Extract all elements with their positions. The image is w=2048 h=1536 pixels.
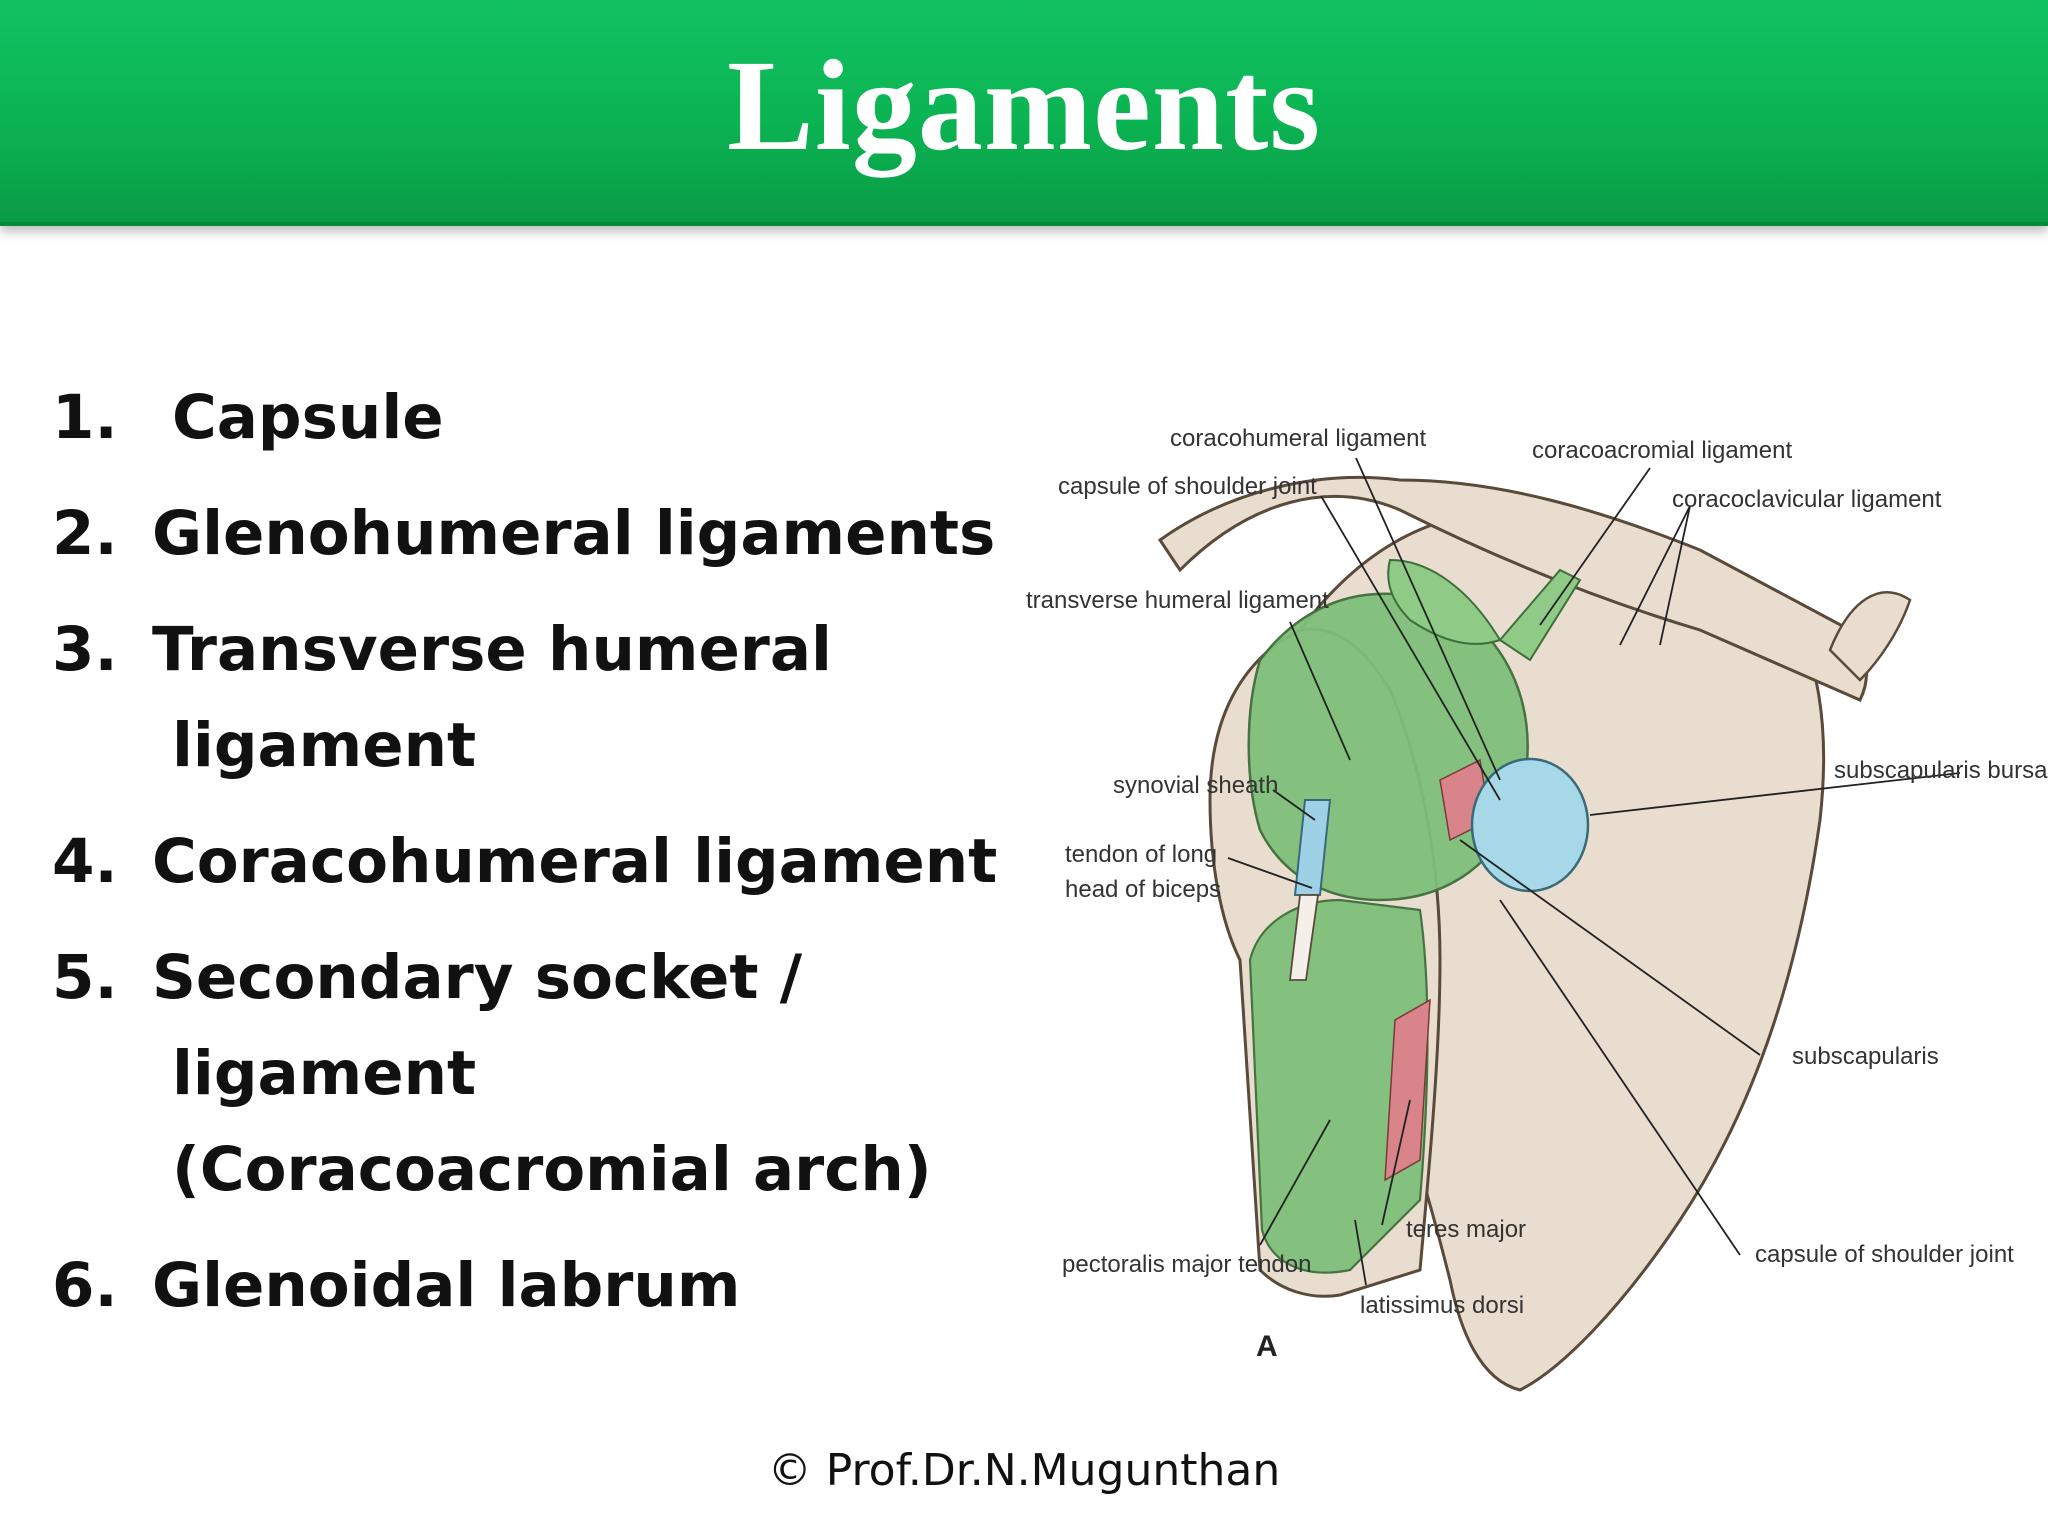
- label-tendon-long-head-line2: head of biceps: [1065, 876, 1221, 903]
- list-item-number: 2.: [52, 498, 118, 569]
- label-subscapularis-bursa: subscapularis bursa: [1834, 757, 2048, 784]
- diagram-illustration: coracohumeral ligament coracoacromial li…: [1026, 425, 2048, 1392]
- list-item-number: 5.: [52, 942, 118, 1013]
- biceps-tendon-shape: [1288, 894, 1320, 981]
- label-pectoralis-major-tendon: pectoralis major tendon: [1062, 1251, 1311, 1278]
- list-item-number: 4.: [52, 826, 118, 897]
- label-coracohumeral-ligament: coracohumeral ligament: [1170, 425, 1426, 452]
- list-item-text: Capsule: [172, 382, 444, 453]
- footer-credit: © Prof.Dr.N.Mugunthan: [767, 1445, 1281, 1496]
- list-item-text: Glenoidal labrum: [152, 1250, 741, 1321]
- list-item: 5. Secondary socket / ligament (Coracoacrom…: [52, 930, 992, 1218]
- label-tendon-long-head-line1: tendon of long: [1065, 841, 1217, 868]
- list-item-text: (Coracoacromial arch): [172, 1134, 932, 1205]
- shoulder-ligaments-diagram: coracohumeral ligament coracoacromial li…: [1000, 400, 2048, 1420]
- list-item-number: 1.: [52, 382, 118, 453]
- list-item-text: Secondary socket /: [152, 942, 803, 1013]
- label-teres-major: teres major: [1406, 1216, 1526, 1243]
- coracoacromial-ligament-shape: [1387, 558, 1502, 645]
- title-bar: Ligaments: [0, 0, 2048, 226]
- label-subscapularis: subscapularis: [1792, 1043, 1939, 1070]
- list-item-text: Transverse humeral: [152, 614, 832, 685]
- list-item: 2. Glenohumeral ligaments: [52, 486, 996, 582]
- label-transverse-humeral-ligament: transverse humeral ligament: [1026, 587, 1329, 614]
- list-item-number: 6.: [52, 1250, 118, 1321]
- subscapularis-bursa-shape: [1470, 757, 1590, 893]
- acromion-tip: [1828, 591, 1912, 682]
- synovial-sheath-shape: [1293, 799, 1332, 896]
- label-synovial-sheath: synovial sheath: [1113, 772, 1278, 799]
- label-capsule-of-shoulder-joint-bottom: capsule of shoulder joint: [1755, 1241, 2014, 1268]
- ligament-list: 1. Capsule 2. Glenohumeral ligaments 3. Trans…: [52, 370, 998, 1354]
- list-item-text: Glenohumeral ligaments: [152, 498, 996, 569]
- label-coracoacromial-ligament: coracoacromial ligament: [1532, 437, 1792, 464]
- label-coracoclavicular-ligament: coracoclavicular ligament: [1672, 486, 1942, 513]
- teres-major-red-strip: [1384, 998, 1431, 1182]
- list-item: 1. Capsule: [52, 370, 992, 466]
- list-item-text: ligament: [172, 1038, 477, 1109]
- list-item-text: Coracohumeral ligament: [152, 826, 998, 897]
- list-item-text: ligament: [172, 710, 477, 781]
- coracoclavicular-ligament-shape: [1498, 568, 1582, 662]
- list-item: 3. Transverse humeral ligament: [52, 602, 992, 794]
- label-capsule-of-shoulder-joint-top: capsule of shoulder joint: [1058, 473, 1317, 500]
- list-item: 6. Glenoidal labrum: [52, 1238, 992, 1334]
- leader-lines: [1227, 457, 1961, 1286]
- list-item: 4. Coracohumeral ligament: [52, 814, 998, 910]
- list-item-number: 3.: [52, 614, 118, 685]
- label-latissimus-dorsi: latissimus dorsi: [1360, 1292, 1524, 1319]
- page-title: Ligaments: [727, 34, 1321, 178]
- label-panel-letter: A: [1256, 1330, 1278, 1363]
